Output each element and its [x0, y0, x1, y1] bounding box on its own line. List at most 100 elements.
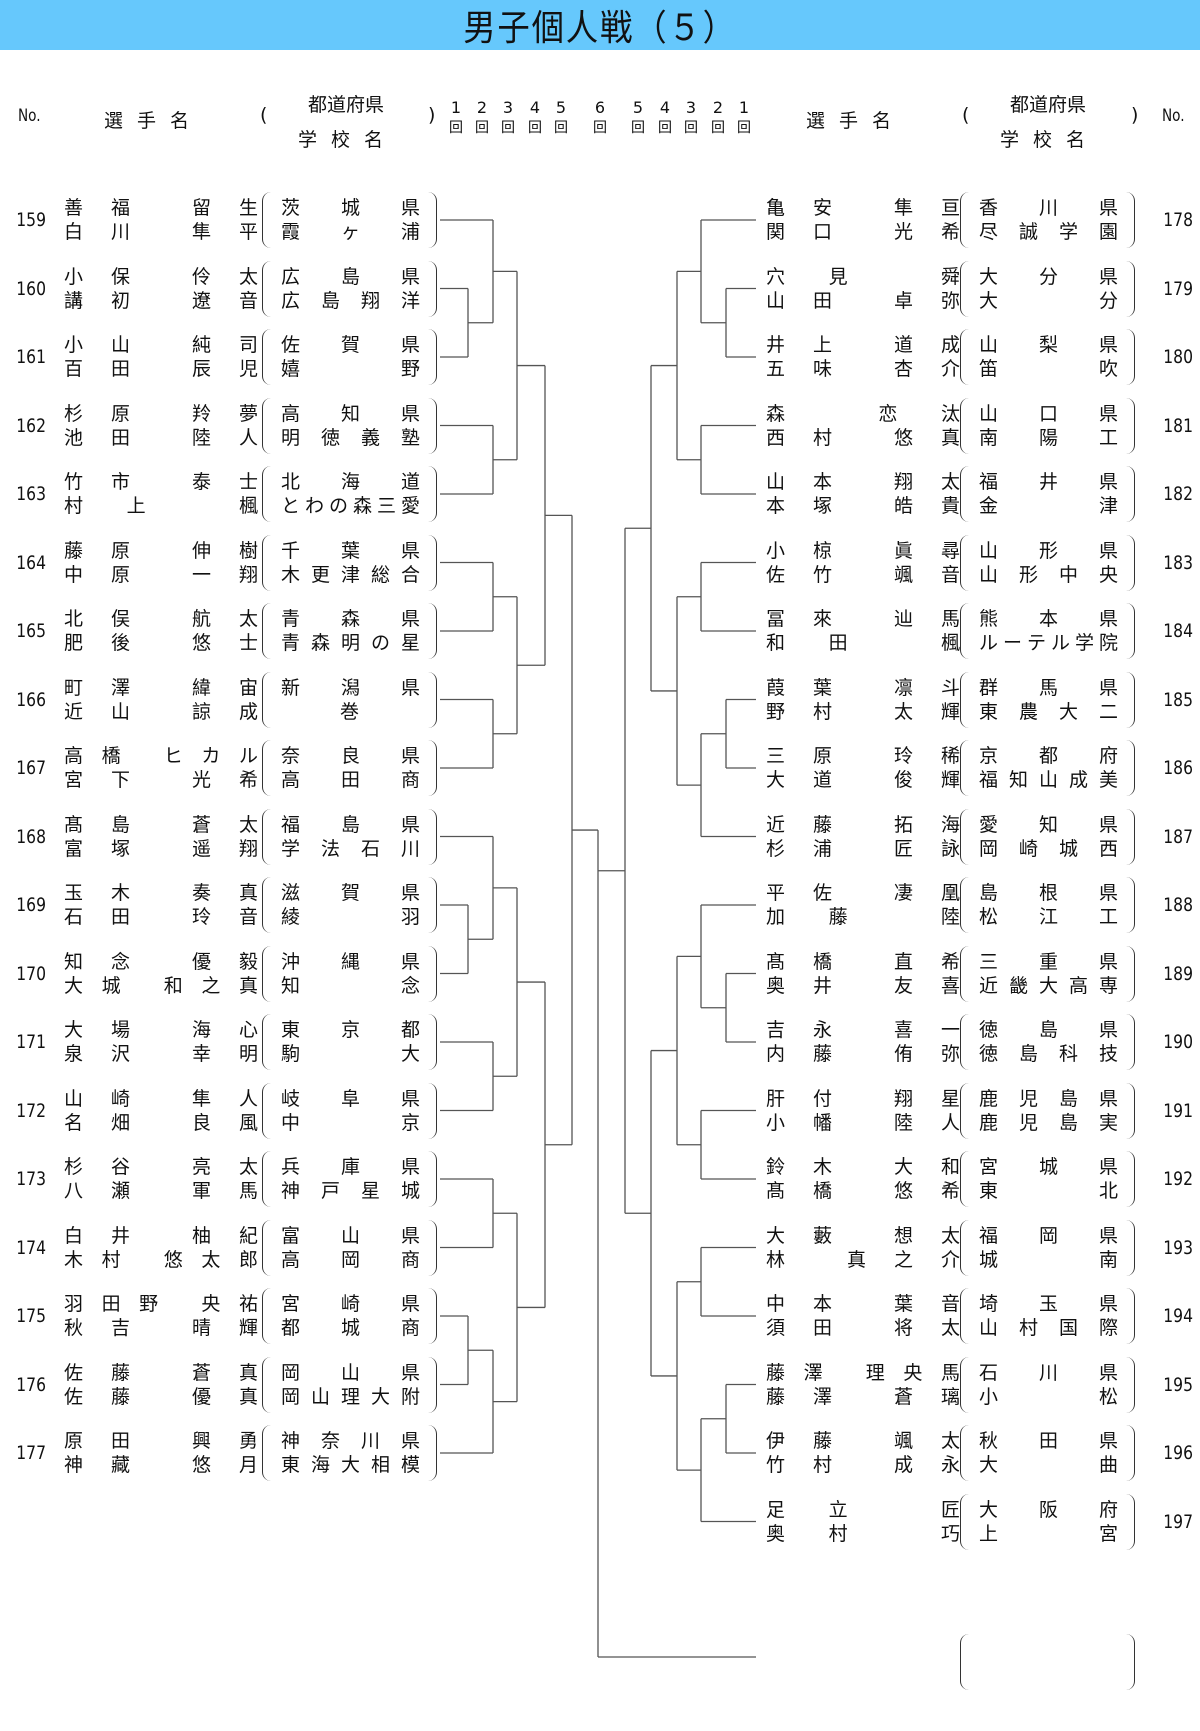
entry-number: 197: [1163, 1510, 1194, 1533]
prefecture-line: 島根県: [979, 881, 1118, 905]
player-names: 竹市 泰士村上 楓: [64, 470, 258, 518]
player-name-line: 西村 悠真: [766, 426, 960, 450]
prefecture-line: 北海道: [281, 470, 420, 494]
player-name-line: 大場 海心: [64, 1018, 258, 1042]
player-names: 藤原 伸樹中原 一翔: [64, 539, 258, 587]
player-name-line: 池田 陸人: [64, 426, 258, 450]
player-name-line: 小山 純司: [64, 333, 258, 357]
player-names: 杉原 羚夢池田 陸人: [64, 402, 258, 450]
player-name-line: 杉原 羚夢: [64, 402, 258, 426]
player-name-line: 肥後 悠士: [64, 631, 258, 655]
player-name-line: 木村 悠太郎: [64, 1248, 258, 1272]
school-name-line: 木更津総合: [281, 563, 420, 587]
player-name: 高橋 ヒカル: [64, 745, 277, 767]
entry-number: 167: [16, 757, 47, 779]
player-name: 原田 興勇: [64, 1430, 286, 1452]
entry-number: 170: [16, 962, 47, 985]
school-box: 群馬県東農大二: [960, 671, 1135, 728]
prefecture-line: 山梨県: [979, 333, 1118, 357]
entry-number: 185: [1163, 688, 1194, 711]
school-name-line: 上宮: [979, 1522, 1118, 1546]
prefecture-line: 香川県: [979, 196, 1118, 220]
player-name-line: 高橋 ヒカル: [64, 744, 258, 768]
school-name: 学法石川: [281, 837, 441, 860]
entry-number: 173: [16, 1168, 47, 1190]
player-names: 山崎 隼人名畑 良風: [64, 1087, 258, 1135]
empty-school-box: [960, 1634, 1135, 1690]
prefecture: 広島県: [281, 265, 461, 288]
player-name: 近山 諒成: [64, 700, 286, 723]
player-name-line: 山崎 隼人: [64, 1087, 258, 1111]
player-name: 森 恋汰: [766, 402, 1004, 425]
school-name: 山形中央: [979, 563, 1139, 586]
prefecture-line: 奈良県: [281, 744, 420, 768]
prefecture-line: 福井県: [979, 470, 1118, 494]
player-name: 善福 留生: [64, 197, 286, 219]
school-name: 高岡商: [281, 1248, 461, 1271]
school-box: 山形県山形中央: [960, 534, 1135, 591]
prefecture-line: 宮崎県: [281, 1292, 420, 1316]
header-no-right: No.: [1162, 106, 1185, 126]
player-names: 井上 道成五味 杏介: [766, 333, 960, 381]
player-name-line: 町澤 緯宙: [64, 676, 258, 700]
player-name: 加藤 陸: [766, 906, 1004, 928]
title-bar: 男子個人戦（５）: [0, 0, 1200, 50]
school-name: 小松: [979, 1385, 1200, 1408]
player-names: 穴見 舜山田 卓弥: [766, 265, 960, 313]
player-name: 小椋 眞尋: [766, 539, 988, 562]
player-name-line: 羽田野 央祐: [64, 1292, 258, 1316]
prefecture: 佐賀県: [281, 334, 461, 356]
prefecture: 宮城県: [979, 1156, 1159, 1178]
prefecture: 石川県: [979, 1361, 1159, 1384]
player-name: 中本 葉音: [766, 1293, 988, 1315]
school-name-line: 近畿大高専: [979, 974, 1118, 998]
player-name-line: 近藤 拓海: [766, 813, 960, 837]
player-name-line: 山田 卓弥: [766, 289, 960, 313]
prefecture: 群馬県: [979, 676, 1159, 699]
player-name: 葭葉 凛斗: [766, 676, 988, 699]
prefecture: 山形県: [979, 539, 1159, 562]
player-name-line: 神藏 悠月: [64, 1453, 258, 1477]
player-name: 髙島 蒼太: [64, 813, 286, 836]
player-name: 穴見 舜: [766, 265, 1004, 288]
entry-number: 177: [16, 1442, 47, 1464]
school-box: 熊本県ルーテル学院: [960, 603, 1135, 659]
player-names: 大藪 想太林 真之介: [766, 1224, 960, 1272]
player-name-line: 穴見 舜: [766, 265, 960, 289]
prefecture-line: 兵庫県: [281, 1155, 420, 1179]
round-number: 3: [502, 98, 514, 117]
prefecture-line: 宮城県: [979, 1155, 1118, 1179]
entry-number: 169: [16, 894, 47, 916]
player-name: 和田 楓: [766, 632, 1004, 654]
school-box: 福岡県城南: [960, 1219, 1135, 1276]
prefecture: 香川県: [979, 197, 1159, 219]
school-name-line: 金津: [979, 494, 1118, 518]
prefecture-line: 埼玉県: [979, 1292, 1118, 1316]
prefecture-line: 徳島県: [979, 1018, 1118, 1042]
player-name-line: 葭葉 凛斗: [766, 676, 960, 700]
school-name-line: 高田商: [281, 768, 420, 792]
player-name: 本塚 皓貴: [766, 495, 988, 517]
school-name-line: 学法石川: [281, 837, 420, 861]
school-name: 神戸星城: [281, 1180, 441, 1202]
player-names: 鈴木 大和髙橋 悠希: [766, 1155, 960, 1203]
player-name: 中原 一翔: [64, 563, 286, 586]
prefecture: 京都府: [979, 745, 1159, 767]
prefecture: 千葉県: [281, 539, 461, 562]
round-number: 1: [738, 98, 750, 117]
player-name: 木村 悠太郎: [64, 1248, 277, 1271]
round-unit: 回: [711, 120, 725, 136]
